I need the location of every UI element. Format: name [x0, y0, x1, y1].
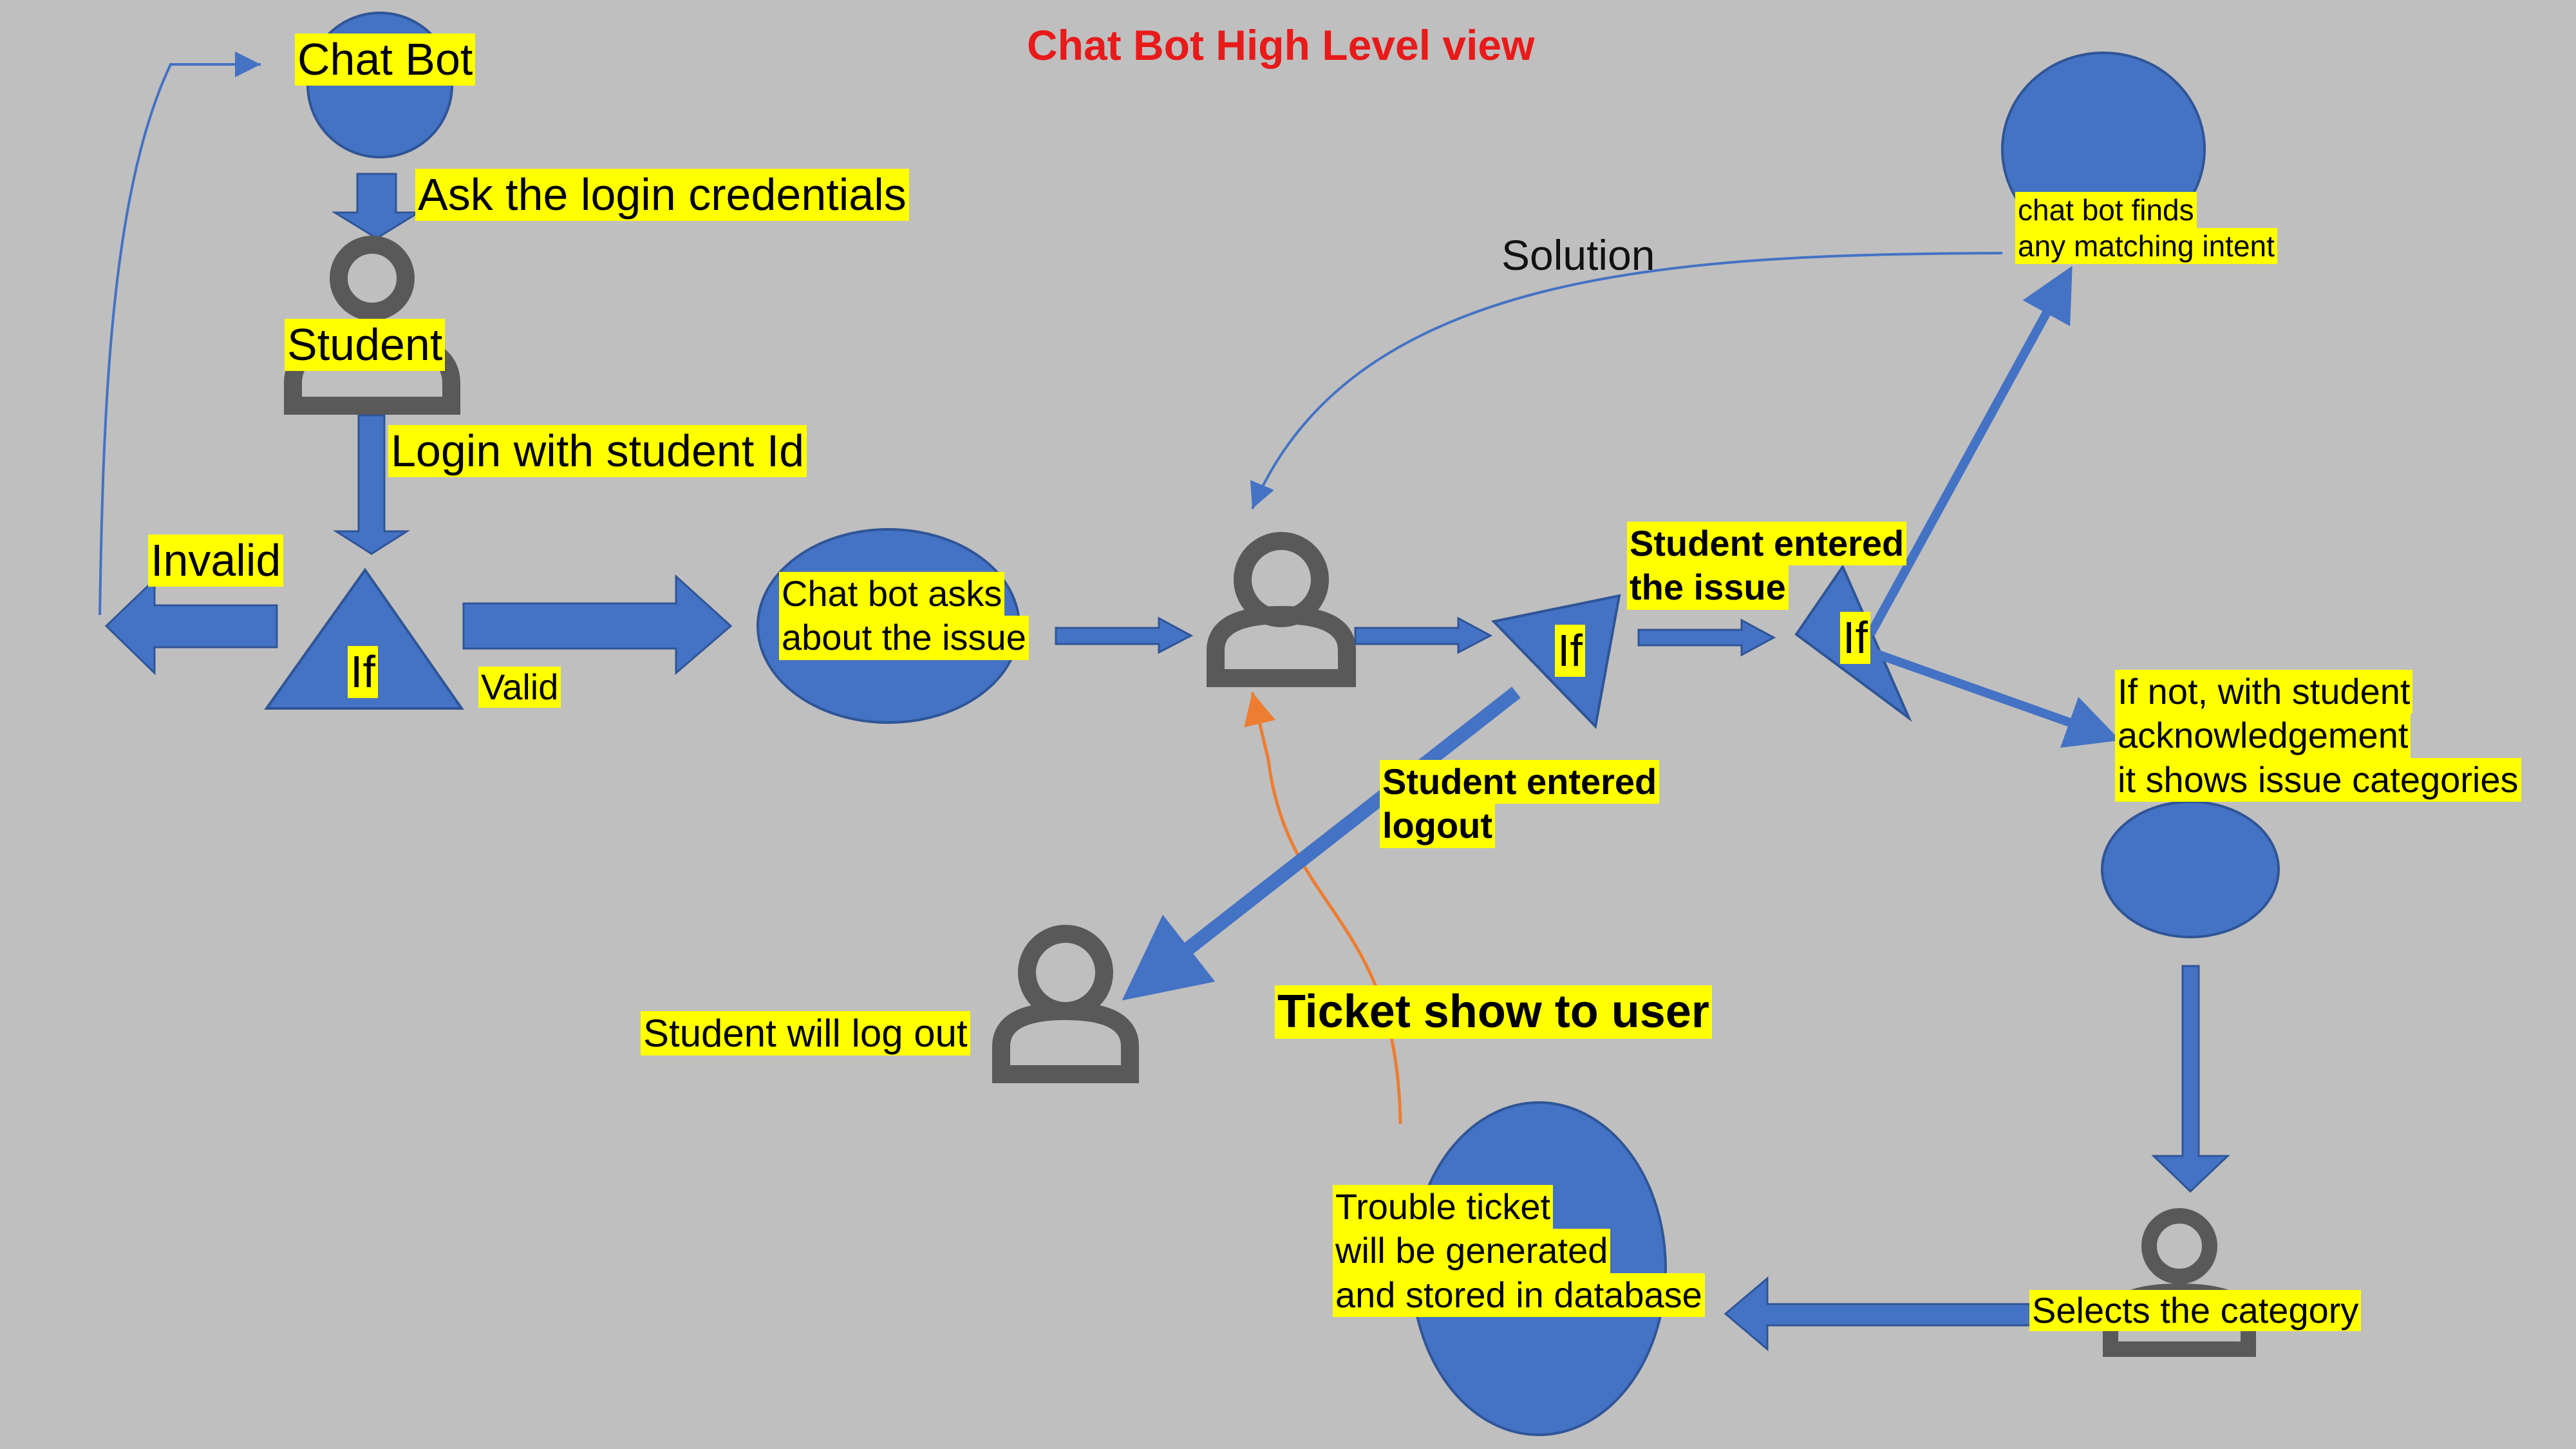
valid-label: Valid [478, 667, 561, 708]
student-entered-issue-line-1: Student entered [1627, 522, 1907, 566]
intent-node-label: chat bot finds any matching intent [2015, 192, 2277, 265]
invalid-block-arrow [104, 577, 278, 676]
if-issue-label: If [1555, 625, 1585, 677]
ticket-show-label: Ticket show to user [1275, 985, 1712, 1039]
ticket-node-label: Trouble ticket will be generated and sto… [1333, 1185, 1705, 1317]
student-entered-issue-line-2: the issue [1627, 565, 1789, 610]
ticket-line-2: will be generated [1333, 1229, 1611, 1273]
categories-label: If not, with student acknowledgement it … [2115, 670, 2521, 802]
select-category-label: Selects the category [2029, 1290, 2362, 1332]
student-entered-issue-label: Student entered the issue [1627, 522, 1907, 610]
ticket-show-arrow [1244, 692, 1402, 1124]
invalid-label: Invalid [148, 535, 284, 587]
block-arrow-down-1 [331, 173, 422, 240]
chat-bot-asks-line-2: about the issue [779, 616, 1029, 660]
retry-loop-arrow [99, 52, 261, 616]
student-entered-logout-label: Student entered logout [1380, 760, 1660, 848]
block-arrow-right-1 [1055, 616, 1194, 654]
arrow-to-intent [1866, 265, 2073, 637]
chat-bot-asks-line-1: Chat bot asks [779, 572, 1005, 616]
if-intent-label: If [1840, 612, 1870, 664]
solution-label: Solution [1501, 231, 1655, 279]
if-login-decision [264, 567, 464, 710]
categories-node [2101, 800, 2280, 938]
block-arrow-right-2 [1354, 616, 1493, 654]
center-person-icon [1207, 532, 1356, 687]
block-arrow-down-3 [2151, 965, 2230, 1193]
student-entered-logout-line-1: Student entered [1380, 760, 1660, 804]
categories-line-2: acknowledgement [2115, 714, 2411, 758]
intent-line-1: chat bot finds [2015, 192, 2197, 229]
intent-line-2: any matching intent [2015, 228, 2277, 265]
valid-block-arrow [462, 574, 733, 676]
block-arrow-down-2 [332, 414, 411, 555]
student-entered-logout-line-2: logout [1380, 804, 1496, 848]
categories-line-1: If not, with student [2115, 670, 2413, 714]
login-with-id-label: Login with student Id [388, 425, 807, 477]
if-login-label: If [348, 646, 378, 698]
chat-bot-asks-label: Chat bot asks about the issue [779, 572, 1029, 660]
solution-arrow [1250, 252, 2003, 509]
diagram-title: Chat Bot High Level view [1027, 21, 1535, 69]
logout-arrow [1122, 687, 1521, 1001]
logout-person-icon [992, 925, 1139, 1083]
categories-line-3: it shows issue categories [2115, 757, 2521, 802]
student-label: Student [285, 319, 446, 371]
ticket-line-1: Trouble ticket [1333, 1185, 1554, 1229]
block-arrow-right-3 [1637, 618, 1776, 657]
logout-user-label: Student will log out [641, 1011, 970, 1056]
ask-credentials-label: Ask the login credentials [415, 169, 909, 221]
chat-bot-label: Chat Bot [295, 33, 476, 86]
ticket-line-3: and stored in database [1333, 1273, 1705, 1317]
block-arrow-left-4 [1724, 1276, 2033, 1352]
